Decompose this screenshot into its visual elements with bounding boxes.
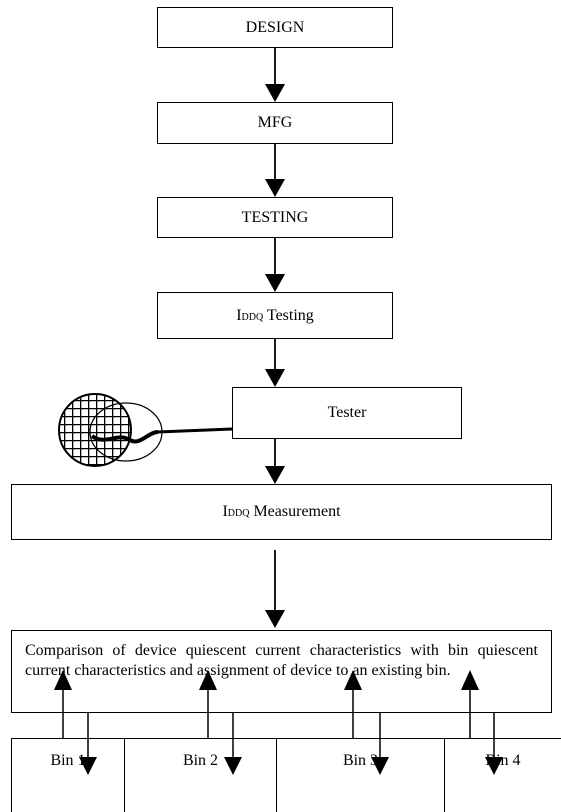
arrow-design-to-mfg bbox=[265, 48, 285, 102]
wafer-icon bbox=[58, 393, 233, 467]
tester-box: Tester bbox=[232, 387, 462, 439]
bin-1: Bin 1 bbox=[11, 739, 124, 812]
testing-label: TESTING bbox=[241, 208, 309, 226]
bin-3: Bin 3 bbox=[276, 739, 444, 812]
iddq-testing-label: IDDQ Testing bbox=[236, 306, 314, 324]
mfg-label: MFG bbox=[257, 114, 293, 131]
comparison-box: Comparison of device quiescent current c… bbox=[11, 630, 552, 713]
design-label: DESIGN bbox=[245, 18, 305, 36]
mfg-box: MFG bbox=[157, 102, 393, 144]
arrow-tester-to-measurement bbox=[265, 439, 285, 484]
arrow-iddq-to-tester bbox=[265, 339, 285, 387]
iddq-measurement-box: IDDQ Measurement bbox=[11, 484, 552, 540]
testing-box: TESTING bbox=[157, 197, 393, 238]
bin-3-arrows bbox=[344, 670, 389, 775]
design-box: DESIGN bbox=[157, 7, 393, 48]
bin-4-arrows bbox=[461, 670, 503, 775]
arrow-testing-to-iddq bbox=[265, 238, 285, 292]
bin-2-label: Bin 2 bbox=[182, 752, 219, 769]
comparison-text: Comparison of device quiescent current c… bbox=[25, 642, 538, 679]
bin-2-arrows bbox=[199, 670, 242, 775]
arrow-measurement-to-comparison bbox=[265, 550, 285, 628]
tester-label: Tester bbox=[327, 404, 367, 421]
bin-1-arrows bbox=[54, 670, 97, 775]
bin-1-label: Bin 1 bbox=[50, 752, 86, 769]
iddq-testing-box: IDDQ Testing bbox=[157, 292, 393, 339]
iddq-measurement-label: IDDQ Measurement bbox=[222, 503, 341, 520]
bin-3-label: Bin 3 bbox=[342, 752, 379, 769]
arrow-mfg-to-testing bbox=[265, 144, 285, 197]
bin-2: Bin 2 bbox=[124, 739, 276, 812]
